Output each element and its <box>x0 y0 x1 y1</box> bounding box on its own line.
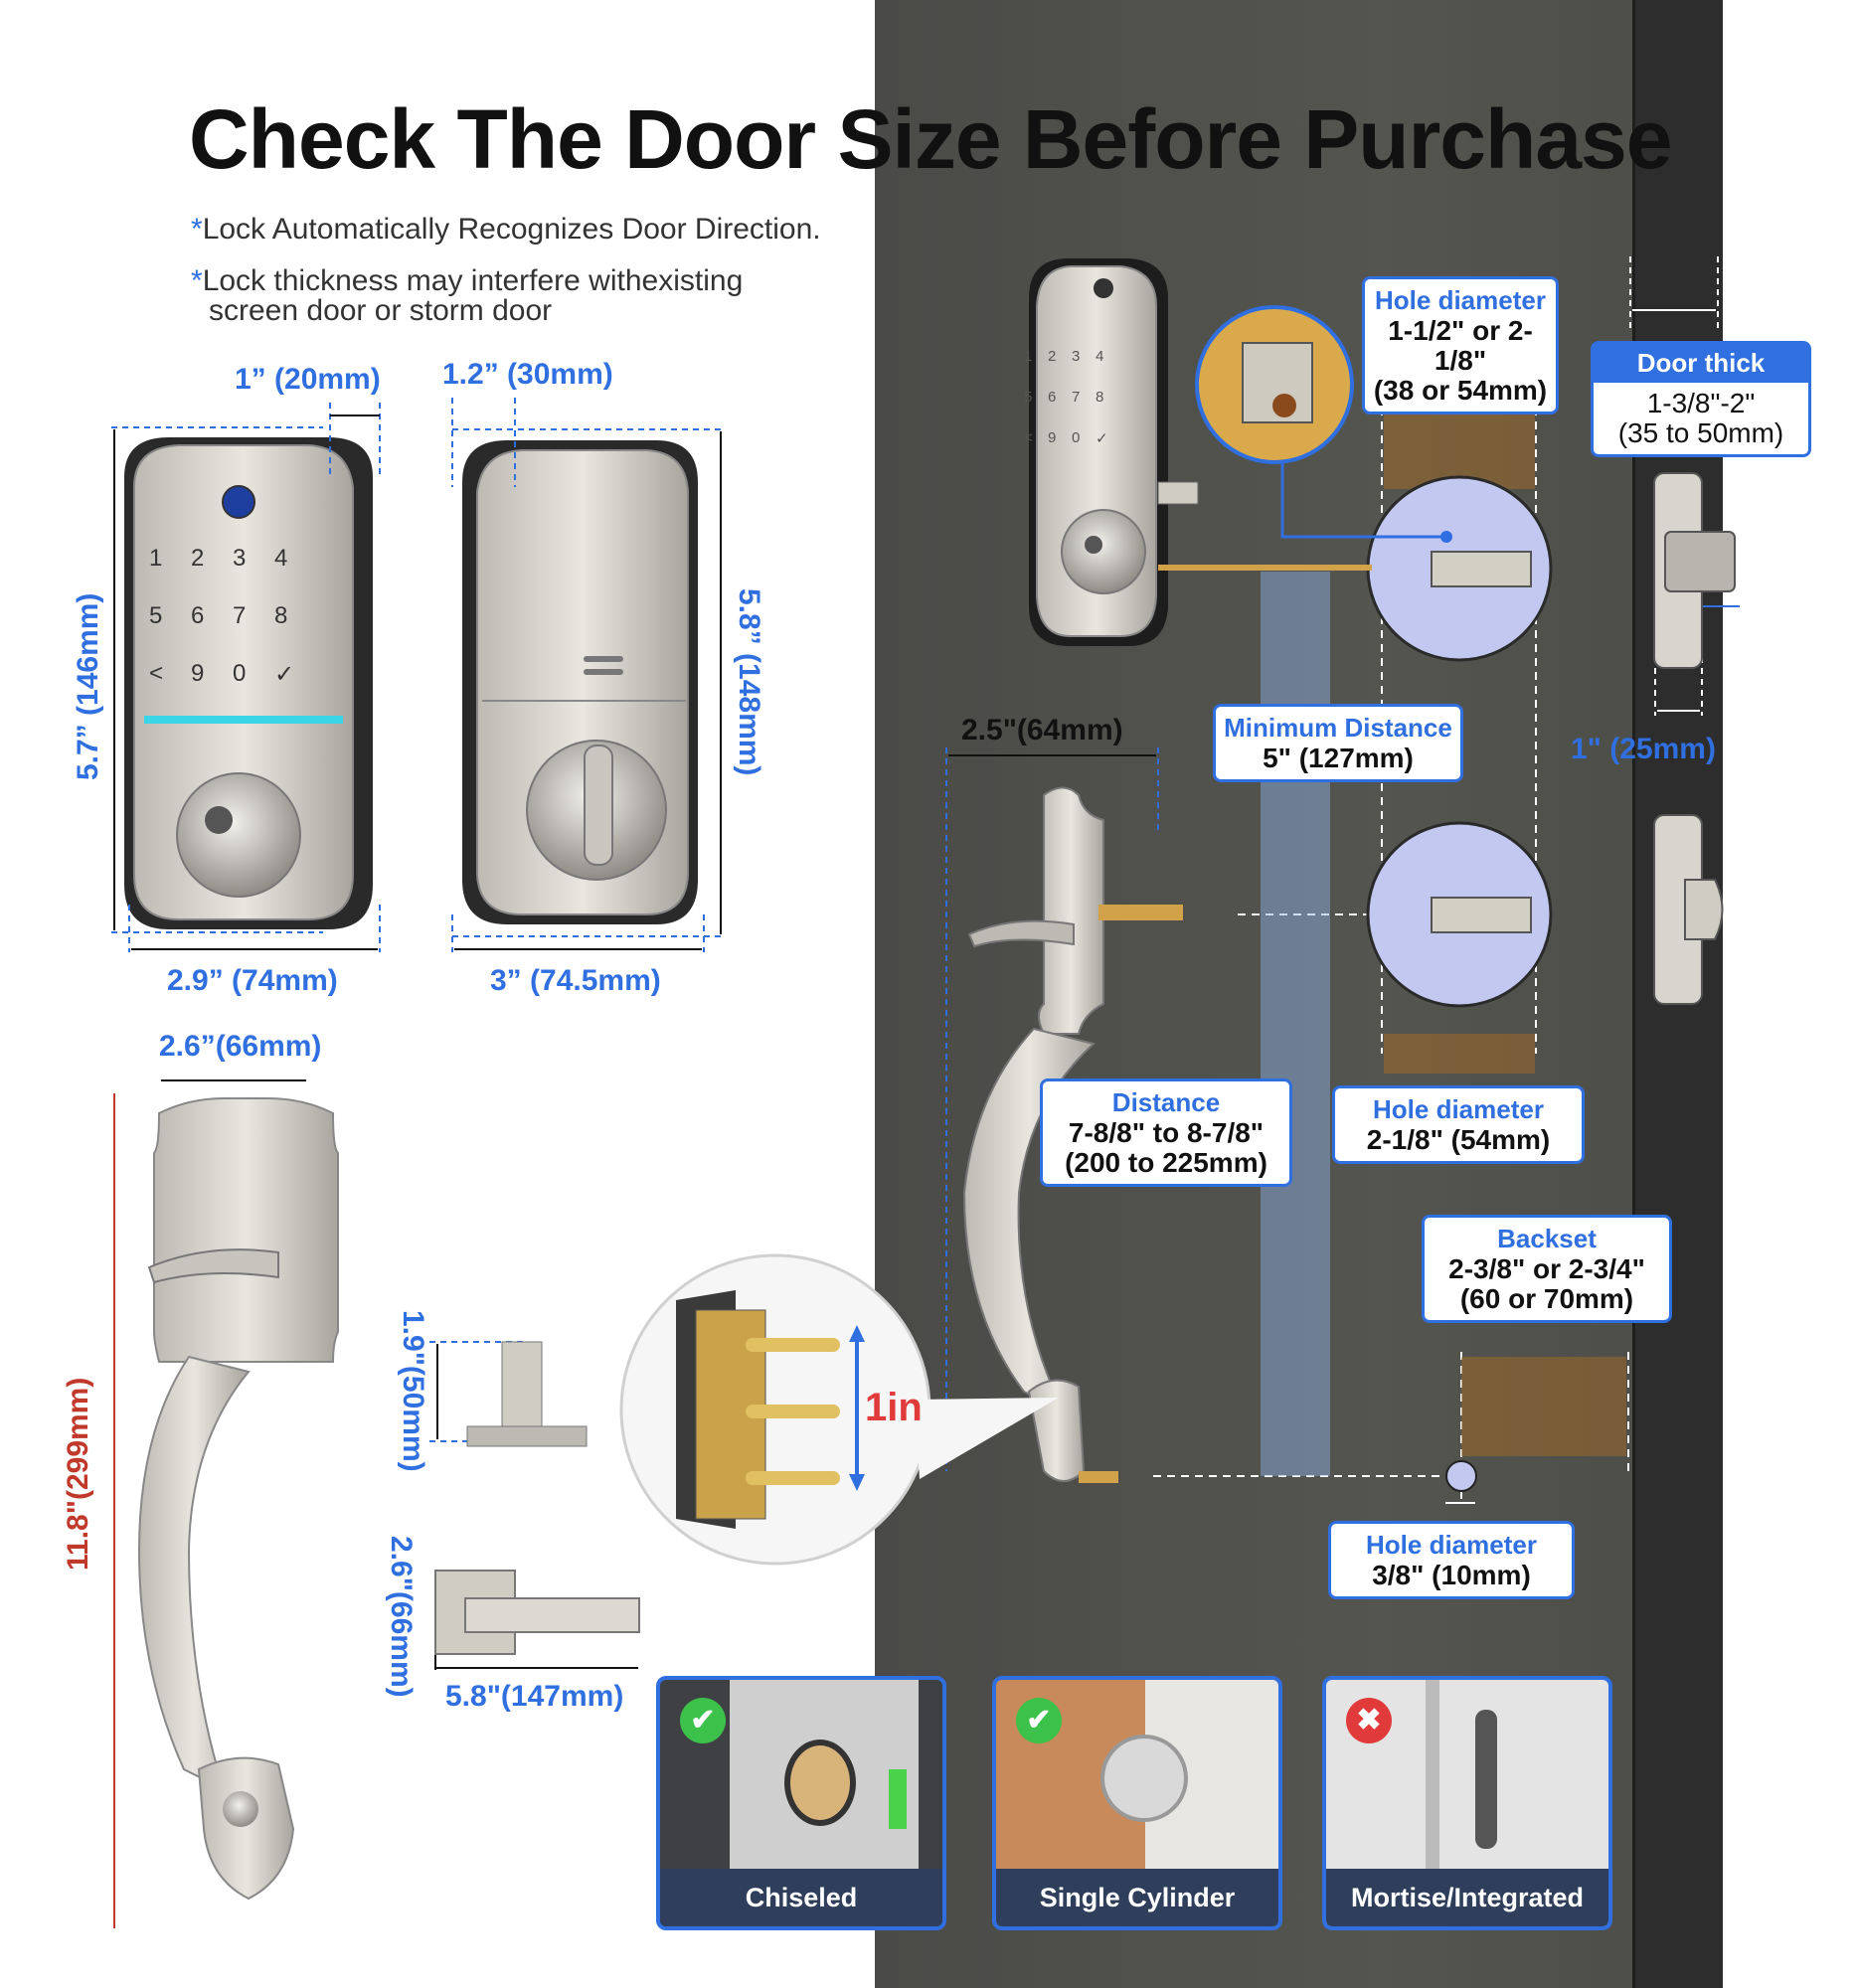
keypad-key[interactable]: 5 <box>1024 389 1033 406</box>
cross-icon: ✖ <box>1346 1698 1392 1743</box>
card-label: Single Cylinder <box>996 1869 1278 1926</box>
hole-diameter-small-box: Hole diameter 3/8" (10mm) <box>1328 1521 1575 1599</box>
card-photo-level <box>889 1769 907 1829</box>
door-keypad-lock-illustration <box>1029 258 1372 646</box>
note-thickness-line2: screen door or storm door <box>209 294 553 327</box>
box-value: 3/8" (10mm) <box>1372 1560 1531 1590</box>
handleset-illustration <box>137 1097 339 1901</box>
front-lock-illustration <box>124 437 373 929</box>
keypad-key[interactable]: 0 <box>1072 429 1081 446</box>
card-label: Mortise/Integrated <box>1326 1869 1608 1926</box>
note-thickness-line1: *Lock thickness may interfere withexisti… <box>191 264 743 298</box>
spindle-height-label: 1.9"(50mm) <box>397 1310 429 1472</box>
back-width-label: 3” (74.5mm) <box>490 964 661 997</box>
door-keypad-keys: 1 2 3 4 5 6 7 8 < 9 0 ✓ <box>1024 348 1133 447</box>
keypad-key[interactable]: 0 <box>233 660 247 687</box>
box-heading: Backset <box>1497 1224 1597 1253</box>
check-icon: ✔ <box>680 1698 726 1743</box>
keypad-key[interactable]: ✓ <box>274 661 295 688</box>
keypad-key[interactable]: < <box>1024 429 1033 446</box>
box-value: (35 to 50mm) <box>1617 417 1784 448</box>
keypad-key[interactable]: 4 <box>274 545 288 572</box>
keypad-key[interactable]: 3 <box>1072 348 1081 365</box>
box-value: 2-3/8" or 2-3/4" <box>1448 1253 1645 1284</box>
box-value: (38 or 54mm) <box>1373 375 1548 406</box>
handle-depth-label: 2.5"(64mm) <box>961 714 1123 746</box>
distance-box: Distance 7-8/8" to 8-7/8" (200 to 225mm) <box>1040 1078 1292 1187</box>
pin-spacing-label: 1in <box>865 1386 923 1429</box>
door-thick-box: Door thick 1-3/8"-2" (35 to 50mm) <box>1591 341 1811 457</box>
back-height-label: 5.8” (148mm) <box>733 588 765 776</box>
minimum-distance-box: Minimum Distance 5" (127mm) <box>1213 704 1463 782</box>
box-heading: Hole diameter <box>1375 285 1546 315</box>
card-label: Chiseled <box>660 1869 942 1926</box>
front-depth-label: 1” (20mm) <box>235 363 381 396</box>
note-text: Lock Automatically Recognizes Door Direc… <box>202 213 821 246</box>
page-title: Check The Door Size Before Purchase <box>189 92 1672 186</box>
back-lock-illustration <box>462 440 698 924</box>
card-photo-hole <box>784 1740 856 1826</box>
hole-diameter-top-box: Hole diameter 1-1/2" or 2-1/8" (38 or 54… <box>1362 276 1559 414</box>
box-value: 7-8/8" to 8-7/8" <box>1068 1117 1265 1148</box>
keypad-key[interactable]: 5 <box>149 602 163 629</box>
backset-box: Backset 2-3/8" or 2-3/4" (60 or 70mm) <box>1422 1215 1672 1323</box>
lever-width-label: 5.8"(147mm) <box>445 1680 624 1713</box>
front-height-label: 5.7” (146mm) <box>72 592 104 780</box>
note-bullet: * <box>191 264 203 297</box>
box-value: 5" (127mm) <box>1263 743 1414 773</box>
keypad-key[interactable]: 2 <box>191 545 205 572</box>
box-heading: Hole diameter <box>1373 1094 1544 1124</box>
box-value: (60 or 70mm) <box>1459 1283 1634 1314</box>
note-door-direction: *Lock Automatically Recognizes Door Dire… <box>191 213 821 247</box>
pin-magnifier-illustration <box>619 1253 1059 1566</box>
keypad-key[interactable]: 3 <box>233 545 247 572</box>
box-value: 2-1/8" (54mm) <box>1366 1124 1551 1155</box>
keypad-key[interactable]: 6 <box>191 602 205 629</box>
keypad-key[interactable]: 1 <box>1024 348 1033 365</box>
box-heading: Distance <box>1111 1087 1221 1117</box>
back-depth-label: 1.2” (30mm) <box>442 358 613 391</box>
door-type-card-chiseled: ✔ Chiseled <box>656 1676 946 1930</box>
handle-width-label: 2.6”(66mm) <box>159 1030 322 1063</box>
keypad-key[interactable]: 6 <box>1048 389 1057 406</box>
front-width-label: 2.9” (74mm) <box>167 964 338 997</box>
box-heading: Door thick <box>1594 344 1808 383</box>
keypad-key[interactable]: 8 <box>274 602 288 629</box>
box-value: 1-1/2" or 2-1/8" <box>1388 315 1533 376</box>
lever-illustration <box>434 1570 640 1655</box>
box-heading: Hole diameter <box>1366 1530 1537 1560</box>
spindle-illustration <box>466 1341 588 1447</box>
box-value: (200 to 225mm) <box>1065 1147 1267 1178</box>
keypad-key[interactable]: 4 <box>1096 348 1104 365</box>
box-value: 1-3/8"-2" <box>1646 388 1756 418</box>
note-text: Lock thickness may interfere withexistin… <box>202 264 744 297</box>
keypad-key[interactable]: 2 <box>1048 348 1057 365</box>
keypad-key[interactable]: 7 <box>233 602 247 629</box>
keypad-key[interactable]: 7 <box>1072 389 1081 406</box>
hole-diameter-mid-box: Hole diameter 2-1/8" (54mm) <box>1332 1085 1585 1164</box>
front-keypad: 1 2 3 4 5 6 7 8 < 9 0 ✓ <box>149 545 318 689</box>
lever-height-label: 2.6"(66mm) <box>385 1536 418 1698</box>
keypad-key[interactable]: 9 <box>191 660 205 687</box>
keypad-key[interactable]: ✓ <box>1096 430 1108 447</box>
keypad-key[interactable]: 1 <box>149 545 163 572</box>
latch-width-label: 1" (25mm) <box>1571 733 1716 765</box>
card-photo-handle <box>1475 1710 1497 1849</box>
keypad-key[interactable]: 9 <box>1048 429 1057 446</box>
keypad-key[interactable]: < <box>149 660 164 687</box>
check-icon: ✔ <box>1016 1698 1062 1743</box>
keypad-key[interactable]: 8 <box>1096 389 1104 406</box>
box-heading: Minimum Distance <box>1224 713 1452 743</box>
note-bullet: * <box>191 213 203 246</box>
handle-height-label: 11.8"(299mm) <box>62 1377 94 1571</box>
door-type-card-single-cylinder: ✔ Single Cylinder <box>992 1676 1282 1930</box>
door-type-card-mortise: ✖ Mortise/Integrated <box>1322 1676 1612 1930</box>
card-photo-cylinder <box>1100 1735 1188 1822</box>
card-photo-edge <box>1426 1680 1439 1879</box>
